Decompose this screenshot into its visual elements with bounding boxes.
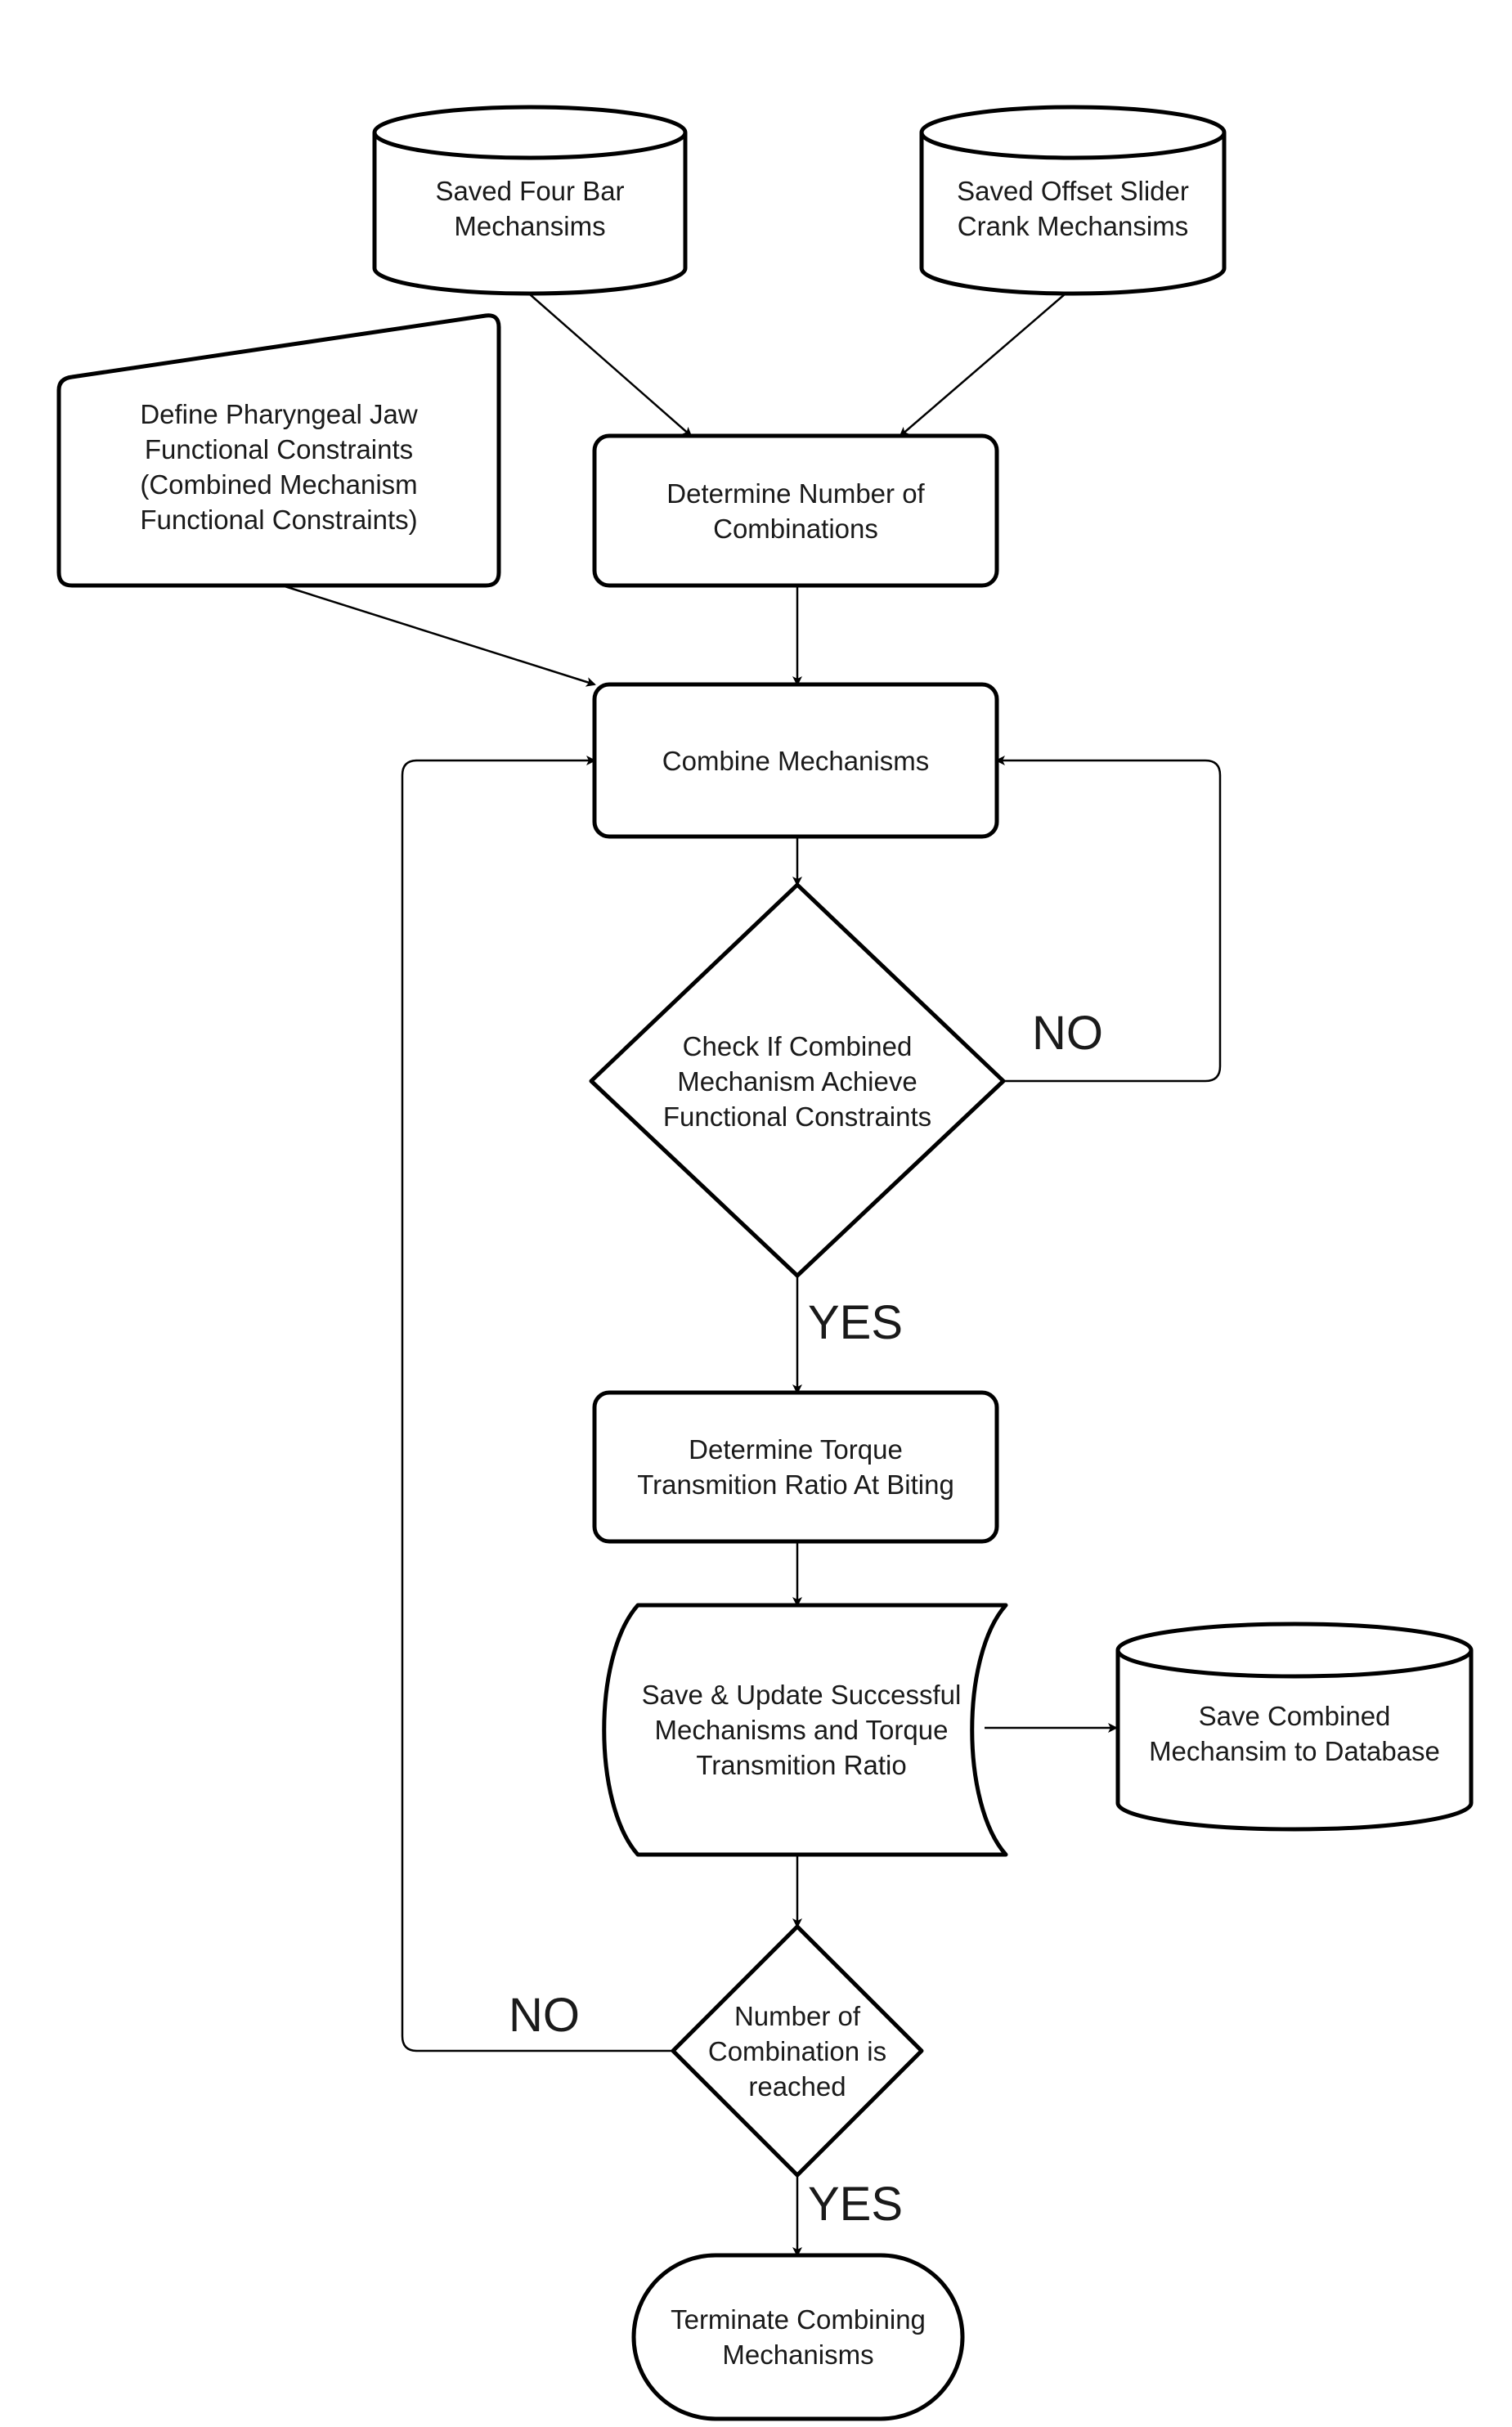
text-line: Functional Constraints (662, 1101, 932, 1132)
combine-mechanisms-label: Combine Mechanisms (594, 684, 997, 837)
save-update-stored-data (602, 1603, 1008, 1857)
reached-no-label: NO (509, 1989, 580, 2042)
text-line: Crank Mechansims (957, 211, 1189, 241)
edge-fourbar-to-determine (523, 288, 693, 437)
text-line: Mechanisms (722, 2340, 874, 2370)
reached-yes-label: YES (808, 2178, 904, 2231)
text-line: Transmition Ratio (696, 1750, 907, 1780)
edge-constraints-to-combine (281, 584, 596, 687)
text-line: Terminate Combining (671, 2304, 926, 2335)
text-line: Mechansim to Database (1149, 1736, 1440, 1766)
text-line: Saved Offset Slider (957, 176, 1189, 206)
save-database-storage (1115, 1622, 1474, 1832)
text-line: Determine Torque (689, 1434, 903, 1465)
text-line: Determine Number of (666, 478, 925, 509)
saved-slider-crank-database (919, 105, 1227, 296)
text-line: Mechanisms and Torque (654, 1715, 949, 1745)
text-line: Functional Constraints) (140, 504, 418, 535)
text-line: Define Pharyngeal Jaw (140, 398, 418, 429)
text-line: Number of (734, 2000, 861, 2031)
number-reached-decision (671, 1924, 924, 2178)
text-line: Check If Combined (682, 1030, 913, 1061)
determine-combinations-label: Determine Number of Combinations (594, 436, 997, 585)
edge-check-no-loop (995, 756, 1222, 1083)
text-line: Mechansims (454, 211, 606, 241)
edge-slider-to-determine (899, 288, 1072, 437)
text-line: Transmition Ratio At Biting (637, 1469, 954, 1500)
determine-torque-process (592, 1390, 999, 1544)
text-line: Saved Four Bar (435, 176, 625, 206)
text-line: Save Combined (1198, 1701, 1391, 1731)
text-line: Functional Constraints (144, 433, 414, 464)
number-reached-label: Number of Combination is reached (673, 1979, 922, 2123)
combine-mechanisms-process (592, 682, 999, 839)
terminate-terminal (631, 2253, 965, 2421)
check-yes-label: YES (808, 1296, 904, 1349)
text-line: Combine Mechanisms (662, 745, 930, 776)
saved-four-bar-database (372, 105, 688, 296)
determine-combinations-process (592, 433, 999, 588)
define-constraints-manual-input (56, 313, 501, 588)
check-constraints-decision (589, 882, 1006, 1278)
check-no-label: NO (1032, 1007, 1103, 1060)
text-line: reached (748, 2070, 846, 2102)
text-line: Save & Update Successful (641, 1680, 962, 1710)
text-line: Combinations (713, 513, 878, 544)
edge-reached-no-loop (401, 756, 673, 2052)
text-line: (Combined Mechanism (140, 469, 418, 500)
text-line: Combination is (707, 2035, 887, 2066)
text-line: Mechanism Achieve (677, 1065, 918, 1097)
